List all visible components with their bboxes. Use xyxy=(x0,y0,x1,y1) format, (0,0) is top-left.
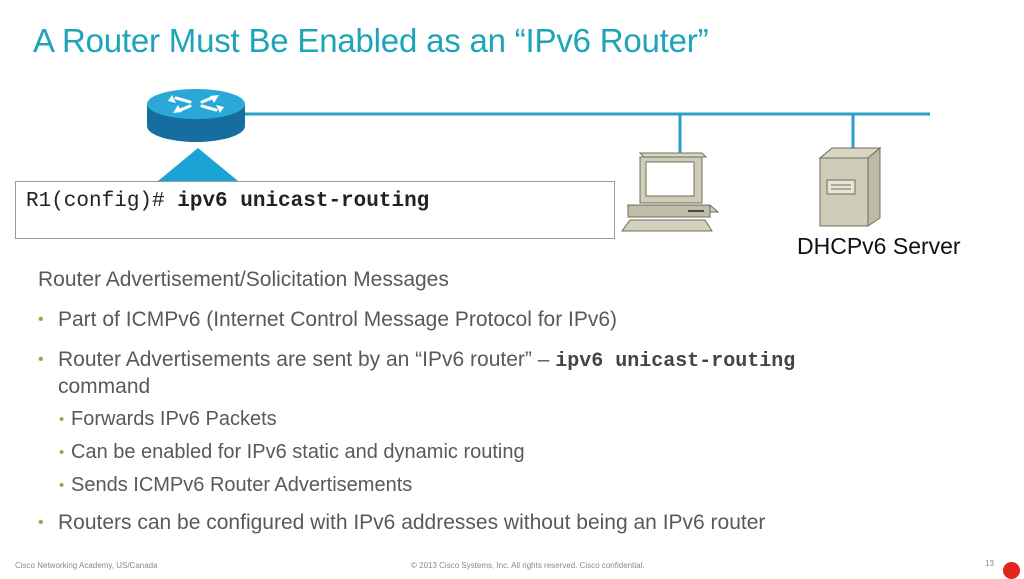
command-prompt: R1(config)# xyxy=(26,190,165,213)
bullet-dot-icon: • xyxy=(38,514,44,531)
command-line: R1(config)# ipv6 unicast-routing xyxy=(26,190,429,213)
bullet-item: • Router Advertisements are sent by an “… xyxy=(38,347,998,399)
command-box: R1(config)# ipv6 unicast-routing xyxy=(15,181,615,239)
bullet-dot-icon: • xyxy=(59,411,65,428)
bullet-text: Router Advertisements are sent by an “IP… xyxy=(58,348,550,371)
slide-body: Router Advertisement/Solicitation Messag… xyxy=(38,268,998,535)
server-icon xyxy=(818,146,882,227)
router-stand xyxy=(158,148,238,181)
router-icon xyxy=(147,89,245,142)
section-heading: Router Advertisement/Solicitation Messag… xyxy=(38,268,449,291)
page-number: 13 xyxy=(985,559,994,568)
sub-bullet-item: • Sends ICMPv6 Router Advertisements xyxy=(38,473,998,498)
sub-bullet-text: Sends ICMPv6 Router Advertisements xyxy=(71,474,413,496)
bullet-text: Routers can be configured with IPv6 addr… xyxy=(58,511,766,534)
sub-bullet-item: • Forwards IPv6 Packets xyxy=(38,407,998,432)
slide-title: A Router Must Be Enabled as an “IPv6 Rou… xyxy=(33,22,709,59)
pc-icon xyxy=(621,152,720,232)
bullet-dot-icon: • xyxy=(59,444,65,461)
bullet-item: • Part of ICMPv6 (Internet Control Messa… xyxy=(38,307,998,332)
sub-bullet-text: Forwards IPv6 Packets xyxy=(71,408,277,430)
footer-left: Cisco Networking Academy, US/Canada xyxy=(15,561,158,570)
bullet-text-cont: command xyxy=(58,375,151,398)
bullet-text: Part of ICMPv6 (Internet Control Message… xyxy=(58,308,618,331)
command-keyword: ipv6 unicast-routing xyxy=(177,190,430,213)
sub-bullet-item: • Can be enabled for IPv6 static and dyn… xyxy=(38,440,998,465)
bullet-dot-icon: • xyxy=(38,351,44,368)
bullet-dot-icon: • xyxy=(59,477,65,494)
server-label: DHCPv6 Server xyxy=(797,233,961,259)
cisco-red-dot-icon xyxy=(1003,562,1020,579)
network-diagram xyxy=(147,89,930,232)
bullet-dot-icon: • xyxy=(38,311,44,328)
bullet-item: • Routers can be configured with IPv6 ad… xyxy=(38,510,998,535)
sub-bullet-text: Can be enabled for IPv6 static and dynam… xyxy=(71,441,525,463)
inline-command: ipv6 unicast-routing xyxy=(555,350,796,373)
footer-copyright: © 2013 Cisco Systems, Inc. All rights re… xyxy=(411,561,645,570)
